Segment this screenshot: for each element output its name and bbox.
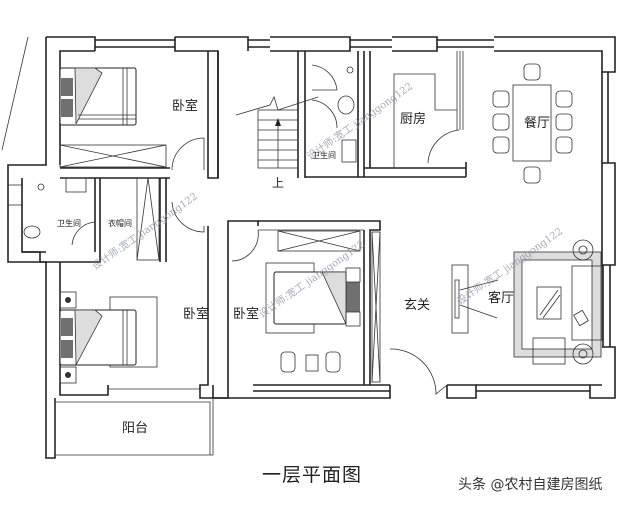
door-bedroom-center <box>231 229 259 262</box>
sofa-set <box>513 239 603 365</box>
room-label-bedroom-sw: 卧室 <box>183 306 209 322</box>
kitchen <box>364 51 467 178</box>
bed-sw <box>59 291 158 384</box>
room-label-bathroom-n: 卫生间 <box>312 150 336 160</box>
door-bathroom-n-2 <box>311 99 338 129</box>
room-label-dining: 餐厅 <box>524 115 550 131</box>
door-closet <box>171 201 205 233</box>
room-label-foyer: 玄关 <box>404 298 430 313</box>
stair-up-label: 上 <box>272 176 284 190</box>
bathroom-n <box>305 51 365 178</box>
site-boundary-line <box>1 36 29 151</box>
room-label-living: 客厅 <box>488 290 514 306</box>
closet <box>136 177 205 262</box>
bathroom-w <box>23 177 101 252</box>
door-bathroom-w <box>71 221 96 246</box>
watermark-2: 设计师:宽工 jianggong122 <box>304 80 415 163</box>
room-label-bedroom-nw: 卧室 <box>172 98 198 114</box>
wardrobe-nw <box>59 144 167 168</box>
room-label-bathroom-w: 卫生间 <box>57 218 81 228</box>
bedroom-center <box>227 220 381 385</box>
author-credit: 头条 @农村自建房图纸 <box>458 477 603 493</box>
tv-cabinet <box>451 264 499 334</box>
dining-table <box>492 63 573 184</box>
door-bathroom-n-1 <box>311 64 338 91</box>
plan-title: 一层平面图 <box>262 464 363 486</box>
door-bedroom-nw <box>171 137 205 171</box>
staircase <box>217 51 319 178</box>
door-kitchen <box>427 129 460 164</box>
room-label-bedroom-center: 卧室 <box>233 306 259 322</box>
door-main-entrance <box>389 348 448 395</box>
room-label-closet: 衣帽间 <box>108 218 132 228</box>
room-label-kitchen: 厨房 <box>400 111 426 127</box>
outer-walls <box>7 36 616 459</box>
bed-nw <box>59 67 137 126</box>
room-label-balcony: 阳台 <box>122 421 148 436</box>
